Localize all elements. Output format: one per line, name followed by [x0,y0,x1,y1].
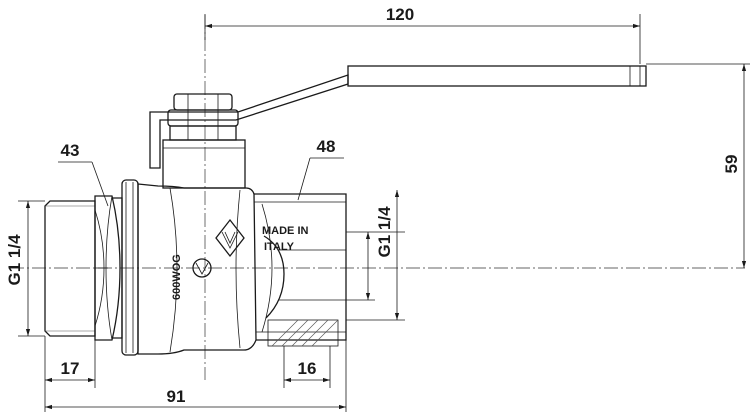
dim-handle-length [204,14,641,64]
male-thread-label: G1 1/4 [5,234,24,286]
pressure-rating: 600WOG [171,254,183,300]
female-hex-end [254,193,347,341]
italy-text: ITALY [264,241,295,253]
v-logo-round [192,258,212,278]
dim-height [646,63,750,268]
dim-overall-length [44,340,347,412]
dim-male-length [44,336,96,388]
dim-59-label: 59 [722,155,741,174]
dim-48-label: 48 [317,137,336,156]
valve-body [121,179,257,356]
dim-16-label: 16 [298,359,317,378]
dim-17-label: 17 [61,359,80,378]
leader-48 [297,157,344,201]
dim-female-length [283,346,331,388]
lever-handle [149,65,647,169]
made-in-text: MADE IN [262,225,309,237]
female-thread-hatching [267,319,339,347]
leader-43 [58,161,109,207]
stem-housing [162,139,246,189]
dim-male-thread [18,200,45,337]
male-thread-end [44,200,96,337]
v-logo-diamond [215,218,245,258]
stem-nut [167,93,239,141]
dim-91-label: 91 [167,387,186,406]
female-thread-label: G1 1/4 [375,206,394,258]
dim-43-label: 43 [61,141,80,160]
dim-female-thread [346,190,405,321]
dim-120-label: 120 [386,5,414,24]
